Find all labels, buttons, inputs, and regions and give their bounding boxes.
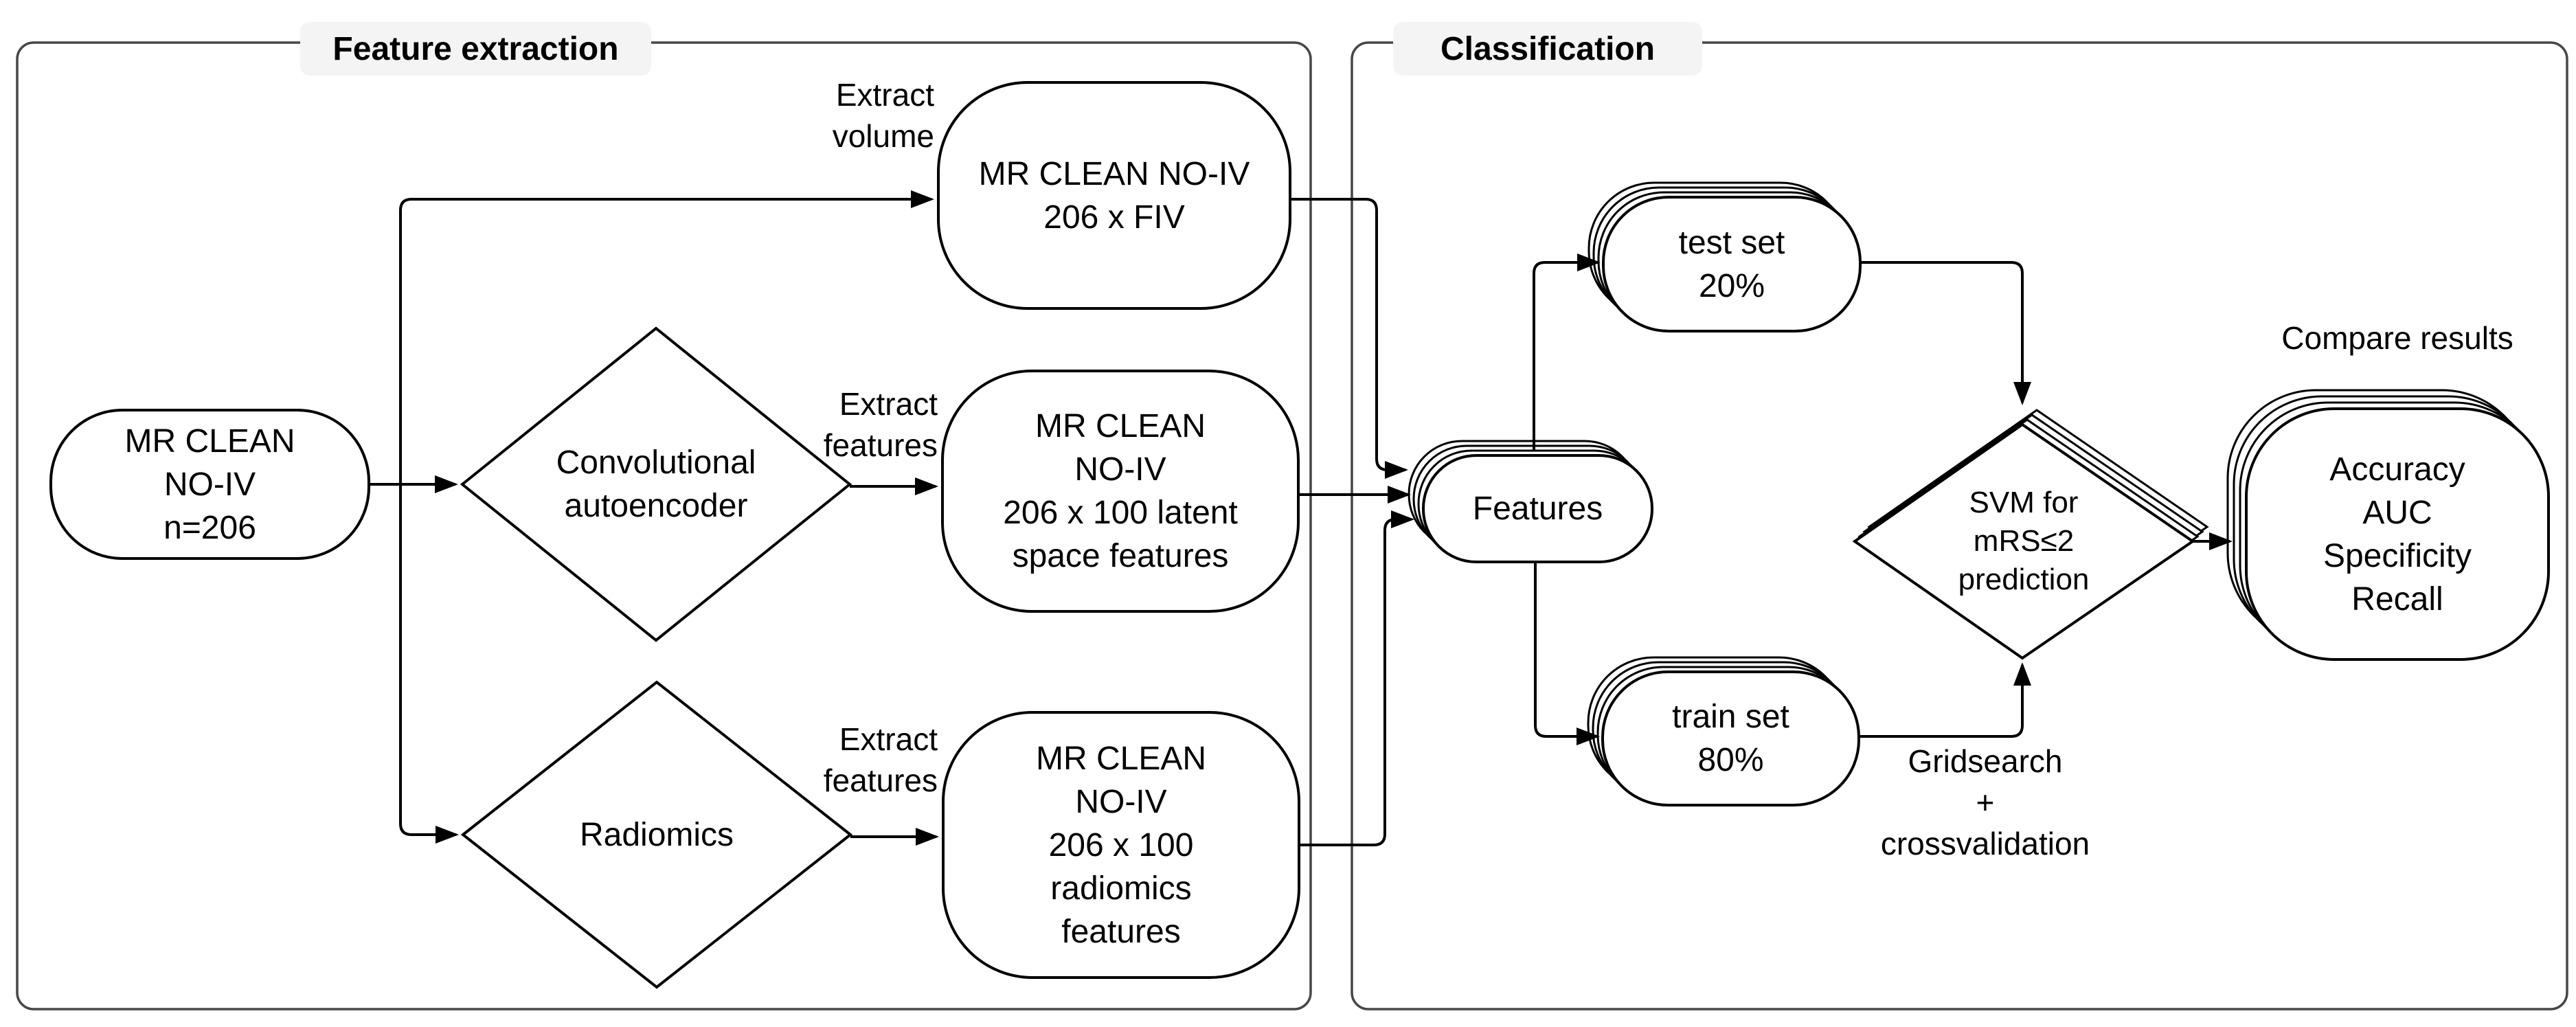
edge-start-to-radiomics	[399, 484, 459, 844]
test-set-node-shape	[1588, 181, 1862, 332]
results-node-label: Accuracy AUC Specificity Recall	[2323, 451, 2472, 618]
latent-node-label: MR CLEAN NO-IV 206 x 100 latent space fe…	[1003, 408, 1238, 574]
extract-features-top-edge-label: Extract features	[823, 386, 938, 463]
edge-start-to-fiv	[399, 190, 934, 484]
edge-features-to-test	[1533, 253, 1601, 451]
extract-volume-edge-label: Extract volume	[832, 77, 934, 154]
compare-results-label: Compare results	[2281, 320, 2513, 356]
start-node-label: MR CLEAN NO-IV n=206	[124, 422, 295, 546]
svm-diamond-shape	[1852, 409, 2209, 660]
radiomics-diamond-shape	[460, 680, 853, 989]
radiomics-features-node-label: MR CLEAN NO-IV 206 x 100 radiomics featu…	[1035, 740, 1207, 950]
radiomics-diamond-label: Radiomics	[579, 816, 734, 853]
edge-train-to-svm	[1859, 662, 2031, 738]
edges	[369, 190, 2233, 846]
edge-radiomics-features-to-features	[1299, 510, 1414, 846]
train-set-node-shape	[1587, 656, 1860, 806]
latent-node-shape	[941, 370, 1300, 613]
extract-features-bottom-edge-label: Extract features	[823, 721, 938, 798]
results-node-shape	[2226, 389, 2550, 661]
feature-extraction-panel-title: Feature extraction	[300, 22, 651, 76]
svm-diamond-label: SVM for mRS≤2 prediction	[1958, 486, 2090, 596]
classification-panel-title: Classification	[1393, 22, 1702, 76]
classification-panel	[1351, 41, 2568, 1011]
train-set-node-label: train set 80%	[1672, 699, 1789, 778]
edge-fiv-to-features	[1290, 198, 1408, 479]
feature-extraction-panel	[16, 41, 1312, 1011]
conv-autoencoder-diamond-shape	[460, 326, 852, 642]
fiv-node-label: MR CLEAN NO-IV 206 x FIV	[978, 155, 1250, 236]
edge-features-to-train	[1534, 562, 1600, 745]
fiv-node-shape	[937, 81, 1291, 310]
conv-autoencoder-label: Convolutional autoencoder	[556, 444, 756, 524]
features-node-label: Features	[1472, 490, 1603, 527]
gridsearch-crossvalidation-edge-label: Gridsearch + crossvalidation	[1880, 743, 2090, 861]
features-node-shape	[1408, 440, 1653, 563]
test-set-node-label: test set 20%	[1678, 224, 1785, 304]
edge-test-to-svm	[1860, 261, 2031, 405]
